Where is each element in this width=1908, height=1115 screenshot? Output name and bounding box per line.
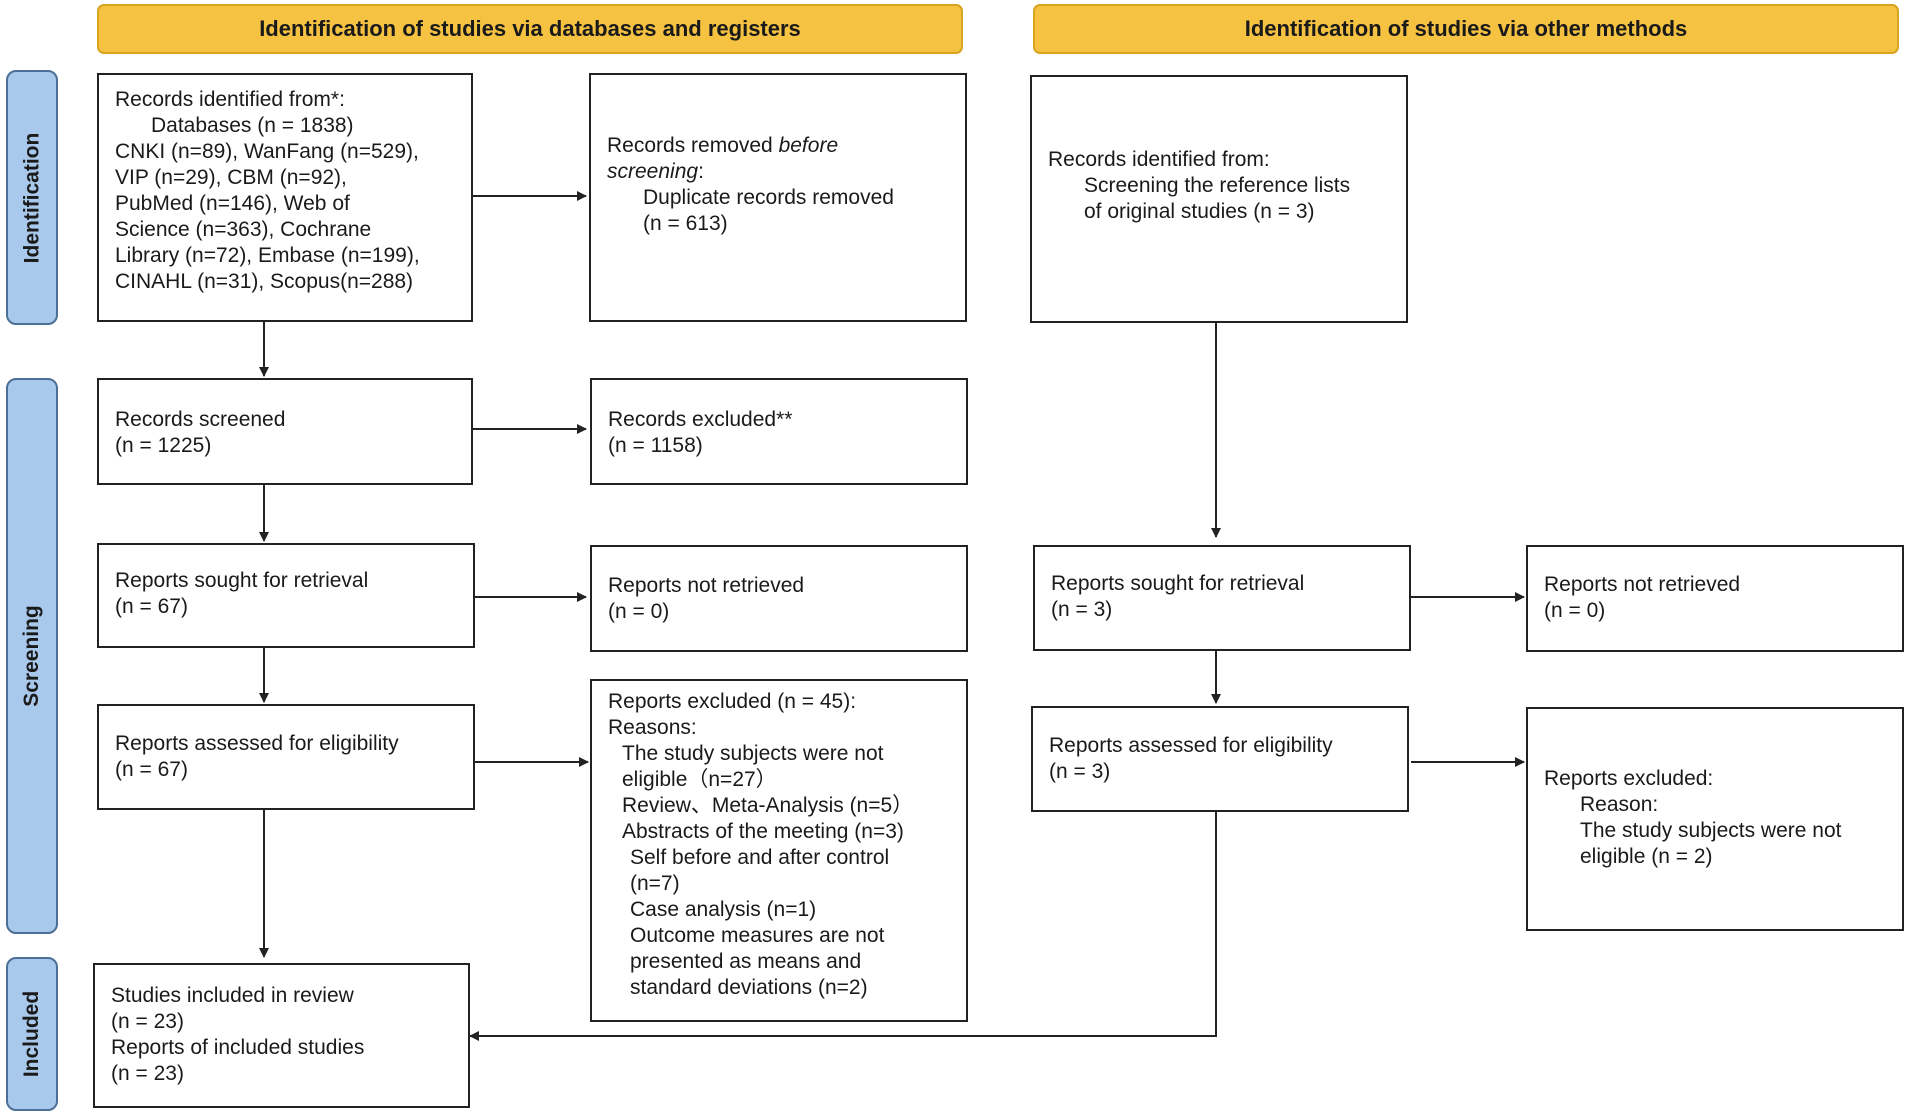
records-screened-label: Records screened <box>115 408 286 431</box>
studies-included-label: Studies included in review <box>111 984 354 1007</box>
database-line-5: Library (n=72), Embase (n=199), <box>115 244 420 267</box>
duplicate-records-count: (n = 613) <box>643 212 728 235</box>
reports-excluded-reasons: Reasons: <box>608 716 697 739</box>
database-line-2: VIP (n=29), CBM (n=92), <box>115 166 347 189</box>
reason-self-control-2: (n=7) <box>630 872 680 895</box>
reports-assessed-count: (n = 67) <box>115 758 188 781</box>
reports-assessed-box: Reports assessed for eligibility (n = 67… <box>97 704 475 810</box>
records-excluded-box: Records excluded** (n = 1158) <box>590 378 968 485</box>
reports-sought-count: (n = 67) <box>115 595 188 618</box>
reports-included-label: Reports of included studies <box>111 1036 365 1059</box>
records-screened-count: (n = 1225) <box>115 434 212 457</box>
other-reports-sought-count: (n = 3) <box>1051 598 1113 621</box>
phase-screening: Screening <box>6 378 58 934</box>
records-removed-colon: : <box>698 160 704 183</box>
other-reports-excluded-reason: Reason: <box>1580 793 1659 816</box>
reports-excluded-title: Reports excluded (n = 45): <box>608 690 857 713</box>
databases-count: Databases (n = 1838) <box>151 114 354 137</box>
records-removed-italic-screening: screening <box>607 160 699 183</box>
reason-outcome-1: Outcome measures are not <box>630 924 885 947</box>
reports-sought-label: Reports sought for retrieval <box>115 569 369 592</box>
other-records-identified-title: Records identified from: <box>1048 148 1270 171</box>
records-removed-title: Records removed before <box>607 133 949 159</box>
reports-excluded-box: Reports excluded (n = 45): Reasons: The … <box>590 679 968 1022</box>
other-reports-not-retrieved-box: Reports not retrieved (n = 0) <box>1526 545 1904 652</box>
reports-assessed-label: Reports assessed for eligibility <box>115 732 399 755</box>
other-reports-assessed-box: Reports assessed for eligibility (n = 3) <box>1031 706 1409 812</box>
other-reports-sought-box: Reports sought for retrieval (n = 3) <box>1033 545 1411 651</box>
reports-not-retrieved-count: (n = 0) <box>608 600 670 623</box>
other-reports-sought-label: Reports sought for retrieval <box>1051 572 1305 595</box>
reason-self-control-1: Self before and after control <box>630 846 890 869</box>
reports-not-retrieved-box: Reports not retrieved (n = 0) <box>590 545 968 652</box>
records-screened-box: Records screened (n = 1225) <box>97 378 473 485</box>
reason-outcome-3: standard deviations (n=2) <box>630 976 868 999</box>
reason-outcome-2: presented as means and <box>630 950 862 973</box>
other-reports-excluded-title: Reports excluded: <box>1544 767 1714 790</box>
database-line-3: PubMed (n=146), Web of <box>115 192 350 215</box>
other-reports-not-retrieved-label: Reports not retrieved <box>1544 573 1741 596</box>
records-identified-box: Records identified from*: Databases (n =… <box>97 73 473 322</box>
reports-included-count: (n = 23) <box>111 1062 184 1085</box>
other-reports-not-retrieved-count: (n = 0) <box>1544 599 1606 622</box>
database-line-6: CINAHL (n=31), Scopus(n=288) <box>115 270 414 293</box>
reason-abstracts: Abstracts of the meeting (n=3) <box>622 820 904 843</box>
phase-included: Included <box>6 957 58 1111</box>
header-databases: Identification of studies via databases … <box>97 4 963 54</box>
reason-case-analysis: Case analysis (n=1) <box>630 898 817 921</box>
reports-not-retrieved-label: Reports not retrieved <box>608 574 805 597</box>
other-reports-excluded-line-1: The study subjects were not <box>1580 819 1842 842</box>
phase-identification: Identification <box>6 70 58 325</box>
records-removed-italic-before: before <box>778 134 839 157</box>
included-box: Studies included in review (n = 23) Repo… <box>93 963 470 1108</box>
other-records-line-1: Screening the reference lists <box>1084 174 1351 197</box>
arrow-other-assessed-to-included <box>469 812 1217 1041</box>
other-records-identified-box: Records identified from: Screening the r… <box>1030 75 1408 323</box>
database-line-1: CNKI (n=89), WanFang (n=529), <box>115 140 419 163</box>
other-reports-excluded-box: Reports excluded: Reason: The study subj… <box>1526 707 1904 931</box>
reason-review-meta: Review、Meta-Analysis (n=5） <box>622 794 914 817</box>
records-identified-title: Records identified from*: <box>115 88 345 111</box>
records-removed-prefix: Records removed <box>607 134 779 157</box>
other-reports-assessed-count: (n = 3) <box>1049 760 1111 783</box>
other-records-line-2: of original studies (n = 3) <box>1084 200 1315 223</box>
records-excluded-label: Records excluded** <box>608 408 793 431</box>
reason-not-eligible-2: eligible（n=27） <box>622 768 777 791</box>
duplicate-records-label: Duplicate records removed <box>643 186 894 209</box>
database-line-4: Science (n=363), Cochrane <box>115 218 372 241</box>
records-removed-box: Records removed before screening: Duplic… <box>589 73 967 322</box>
header-other-methods: Identification of studies via other meth… <box>1033 4 1899 54</box>
other-reports-assessed-label: Reports assessed for eligibility <box>1049 734 1333 757</box>
other-reports-excluded-line-2: eligible (n = 2) <box>1580 845 1713 868</box>
records-excluded-count: (n = 1158) <box>608 434 703 457</box>
reports-sought-box: Reports sought for retrieval (n = 67) <box>97 543 475 648</box>
reason-not-eligible-1: The study subjects were not <box>622 742 884 765</box>
studies-included-count: (n = 23) <box>111 1010 184 1033</box>
records-removed-title-line2: screening: <box>607 159 949 185</box>
